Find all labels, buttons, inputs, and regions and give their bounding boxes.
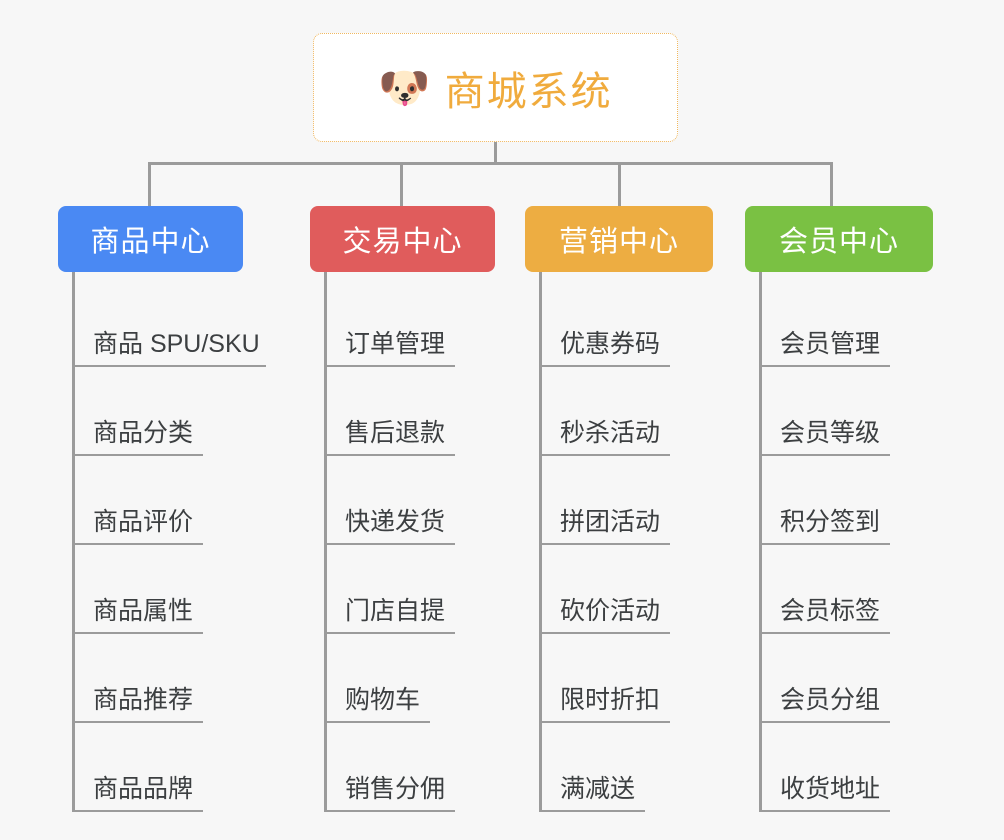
list-item[interactable]: 会员管理 [762,278,945,367]
connector-drop-3 [618,162,621,206]
category-column-product: 商品中心 商品 SPU/SKU 商品分类 商品评价 商品属性 商品推荐 [58,206,288,812]
category-header-trade[interactable]: 交易中心 [310,206,495,272]
category-header-product[interactable]: 商品中心 [58,206,243,272]
dog-face-icon: 🐶 [378,63,431,111]
leaf-label: 商品评价 [75,502,204,545]
connector-drop-4 [830,162,833,206]
root-node[interactable]: 🐶 商城系统 [313,33,678,142]
leaf-label: 商品推荐 [75,680,204,723]
list-item[interactable]: 收货地址 [762,723,945,812]
category-header-label: 会员中心 [778,226,899,258]
leaf-label: 会员管理 [762,324,891,367]
list-item[interactable]: 门店自提 [327,545,520,634]
leaf-label: 砍价活动 [542,591,671,634]
list-item[interactable]: 商品推荐 [75,634,288,723]
leaf-label: 商品属性 [75,591,204,634]
list-item[interactable]: 购物车 [327,634,520,723]
leaf-label: 秒杀活动 [542,413,671,456]
leaf-label: 会员等级 [762,413,891,456]
leaf-list-trade: 订单管理 售后退款 快递发货 门店自提 购物车 销售分佣 [324,272,520,812]
leaf-label: 积分签到 [762,502,891,545]
leaf-label: 商品品牌 [75,769,204,812]
leaf-label: 门店自提 [327,591,456,634]
list-item[interactable]: 销售分佣 [327,723,520,812]
list-item[interactable]: 拼团活动 [542,456,730,545]
list-item[interactable]: 砍价活动 [542,545,730,634]
list-item[interactable]: 积分签到 [762,456,945,545]
list-item[interactable]: 商品 SPU/SKU [75,278,288,367]
leaf-label: 购物车 [327,680,431,723]
list-item[interactable]: 订单管理 [327,278,520,367]
connector-root-stem [494,142,497,164]
connector-horizontal-bus [148,162,833,165]
leaf-label: 会员分组 [762,680,891,723]
leaf-label: 订单管理 [327,324,456,367]
category-column-marketing: 营销中心 优惠券码 秒杀活动 拼团活动 砍价活动 限时折扣 [525,206,730,812]
list-item[interactable]: 限时折扣 [542,634,730,723]
list-item[interactable]: 优惠券码 [542,278,730,367]
category-header-label: 商品中心 [90,226,211,258]
list-item[interactable]: 秒杀活动 [542,367,730,456]
list-item[interactable]: 商品分类 [75,367,288,456]
category-column-member: 会员中心 会员管理 会员等级 积分签到 会员标签 会员分组 [745,206,945,812]
leaf-label: 商品 SPU/SKU [75,324,266,367]
category-columns: 商品中心 商品 SPU/SKU 商品分类 商品评价 商品属性 商品推荐 [0,206,1004,840]
list-item[interactable]: 满减送 [542,723,730,812]
category-column-trade: 交易中心 订单管理 售后退款 快递发货 门店自提 购物车 [310,206,520,812]
category-header-label: 交易中心 [342,226,463,258]
list-item[interactable]: 商品属性 [75,545,288,634]
list-item[interactable]: 商品评价 [75,456,288,545]
category-header-member[interactable]: 会员中心 [745,206,933,272]
leaf-label: 快递发货 [327,502,456,545]
leaf-label: 限时折扣 [542,680,671,723]
leaf-label: 拼团活动 [542,502,671,545]
list-item[interactable]: 会员等级 [762,367,945,456]
leaf-label: 商品分类 [75,413,204,456]
leaf-label: 售后退款 [327,413,456,456]
list-item[interactable]: 商品品牌 [75,723,288,812]
leaf-label: 收货地址 [762,769,891,812]
category-header-marketing[interactable]: 营销中心 [525,206,713,272]
leaf-list-marketing: 优惠券码 秒杀活动 拼团活动 砍价活动 限时折扣 满减送 [539,272,730,812]
category-header-label: 营销中心 [558,226,679,258]
leaf-label: 满减送 [542,769,646,812]
leaf-list-member: 会员管理 会员等级 积分签到 会员标签 会员分组 收货地址 [759,272,945,812]
root-title: 商城系统 [444,69,613,114]
leaf-label: 会员标签 [762,591,891,634]
leaf-label: 销售分佣 [327,769,456,812]
leaf-label: 优惠券码 [542,324,671,367]
leaf-list-product: 商品 SPU/SKU 商品分类 商品评价 商品属性 商品推荐 商品品牌 [72,272,288,812]
connector-drop-2 [400,162,403,206]
list-item[interactable]: 快递发货 [327,456,520,545]
list-item[interactable]: 会员标签 [762,545,945,634]
list-item[interactable]: 售后退款 [327,367,520,456]
connector-drop-1 [148,162,151,206]
list-item[interactable]: 会员分组 [762,634,945,723]
